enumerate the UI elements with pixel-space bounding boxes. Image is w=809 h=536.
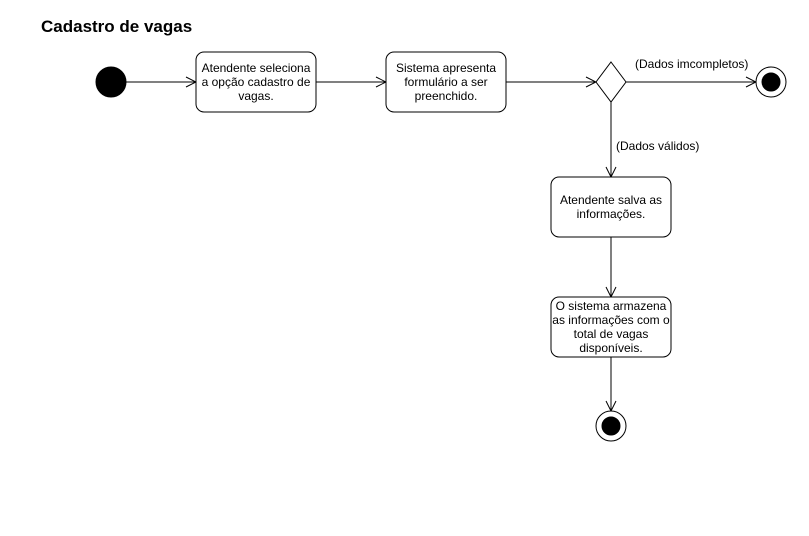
node-end-incomplete — [755, 66, 787, 98]
edge-label-e5: (Dados válidos) — [616, 139, 699, 153]
action-box — [195, 51, 317, 113]
action-box — [550, 176, 672, 238]
edge-label-e4: (Dados imcompletos) — [635, 57, 748, 71]
node-start — [95, 66, 127, 98]
diagram-title: Cadastro de vagas — [41, 17, 193, 36]
action-box — [385, 51, 507, 113]
node-decision — [595, 61, 627, 103]
final-node-inner-dot — [601, 416, 621, 436]
action-text-line: Atendente salva as — [560, 193, 662, 207]
action-text-line: a opção cadastro de — [202, 75, 311, 89]
action-text-line: Atendente seleciona — [202, 61, 311, 75]
final-node-inner-dot — [761, 72, 781, 92]
action-text-line: total de vagas — [574, 327, 649, 341]
action-text-line: formulário a ser — [404, 75, 487, 89]
action-box — [550, 296, 672, 358]
action-text-line: informações. — [577, 207, 646, 221]
action-text-line: disponíveis. — [579, 341, 642, 355]
action-text-line: Sistema apresenta — [396, 61, 496, 75]
labels-layer: (Dados imcompletos) (Dados válidos) — [616, 57, 748, 153]
action-text-line: O sistema armazena — [556, 299, 667, 313]
action-text-line: vagas. — [238, 89, 273, 103]
edges-layer — [126, 82, 756, 411]
node-end-complete — [595, 410, 627, 442]
decision-diamond — [595, 61, 627, 103]
action-text-line: as informações com o — [552, 313, 670, 327]
action-text-line: preenchido. — [415, 89, 478, 103]
initial-node-icon — [95, 66, 127, 98]
